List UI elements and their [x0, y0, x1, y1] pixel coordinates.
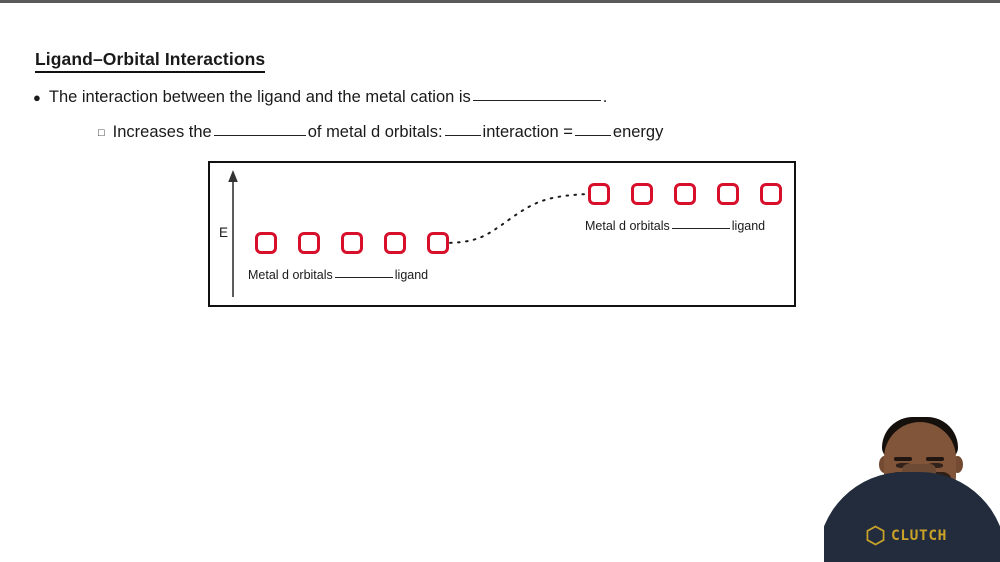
level-label-after: ligand — [394, 268, 429, 282]
sub-bullet-part-3: interaction = — [482, 123, 573, 141]
bullet-item-increases: □ Increases the of metal d orbitals: int… — [98, 123, 663, 143]
orbital-box — [588, 183, 610, 205]
orbital-box — [717, 183, 739, 205]
fill-in-blank — [671, 228, 730, 229]
instructor-ear-right — [952, 456, 963, 473]
bullet-marker-square: □ — [98, 127, 105, 139]
orbital-box — [298, 232, 320, 254]
hexagon-icon — [866, 525, 885, 546]
level-label-after: ligand — [731, 219, 766, 233]
higher-level-label: Metal d orbitals ligand — [585, 219, 765, 233]
sub-bullet-part-1: Increases the — [112, 123, 212, 141]
fill-in-blank — [213, 135, 306, 136]
orbital-box — [760, 183, 782, 205]
fill-in-blank — [472, 100, 601, 101]
orbital-box — [255, 232, 277, 254]
orbital-box — [341, 232, 363, 254]
clutch-logo-text: CLUTCH — [891, 527, 947, 544]
energy-split-connector — [441, 193, 589, 244]
lower-level-label: Metal d orbitals ligand — [248, 268, 428, 282]
diagram-vector-layer — [228, 170, 589, 297]
fill-in-blank — [444, 135, 481, 136]
bullet-item-interaction: ● The interaction between the ligand and… — [33, 88, 607, 108]
level-label-before: Metal d orbitals — [585, 219, 670, 233]
orbital-box — [674, 183, 696, 205]
orbital-box — [631, 183, 653, 205]
instructor-eye-right — [928, 463, 943, 468]
clutch-logo: CLUTCH — [866, 525, 947, 546]
fill-in-blank — [334, 277, 393, 278]
orbital-box — [427, 232, 449, 254]
sub-bullet-part-4: energy — [612, 123, 664, 141]
orbital-box — [384, 232, 406, 254]
instructor-eyebrow-left — [894, 457, 912, 461]
bullet-text-before: The interaction between the ligand and t… — [48, 88, 471, 106]
instructor-webcam-overlay[interactable]: CLUTCH — [824, 400, 1000, 562]
fill-in-blank — [574, 135, 611, 136]
energy-axis-arrow — [228, 170, 238, 297]
top-divider — [0, 0, 1000, 3]
bullet-text-after: . — [602, 88, 608, 106]
energy-diagram: E Metal d orbitals ligand Metal d orbita… — [208, 161, 796, 307]
sub-bullet-part-2: of metal d orbitals: — [307, 123, 443, 141]
energy-axis-label: E — [219, 225, 229, 240]
level-label-before: Metal d orbitals — [248, 268, 333, 282]
page-title: Ligand–Orbital Interactions — [35, 49, 266, 74]
instructor-eyebrow-right — [926, 457, 944, 461]
bullet-marker-dot: ● — [33, 90, 41, 105]
